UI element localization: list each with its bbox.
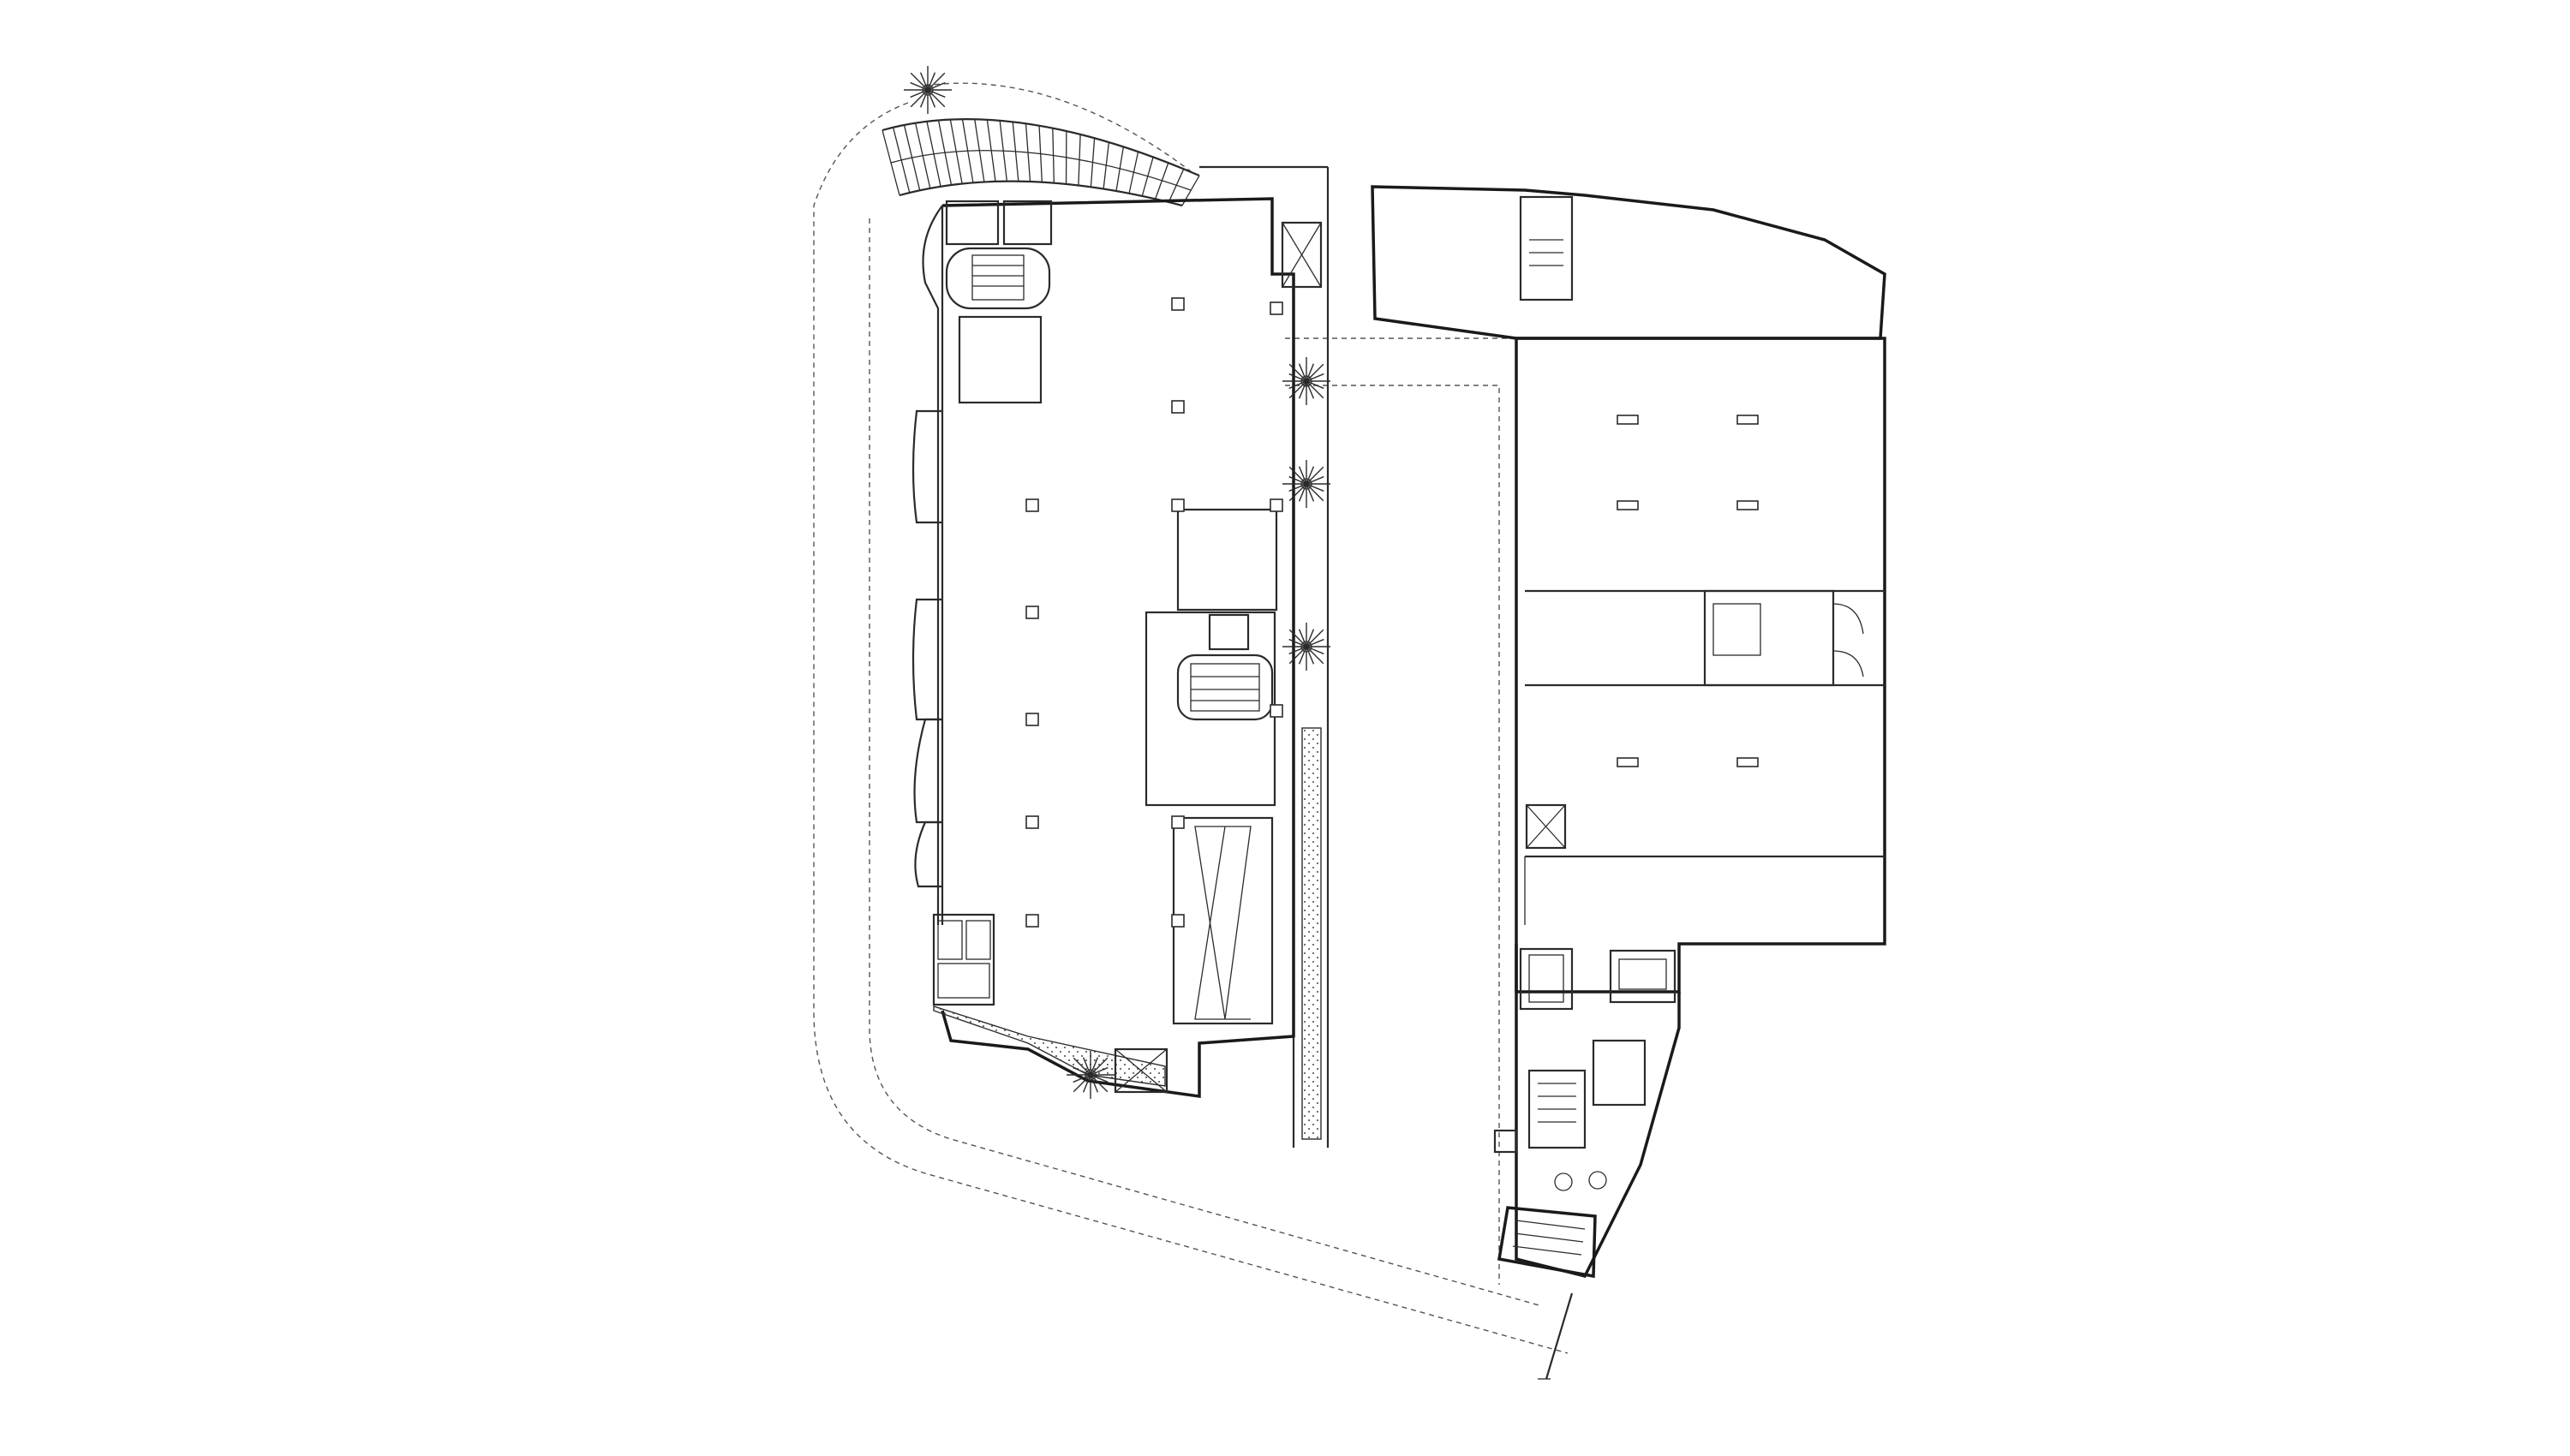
column [1025,606,1039,619]
column [1171,400,1185,414]
column [1736,500,1759,510]
column [1736,757,1759,767]
curved-staircase [882,118,1200,207]
site-boundary [813,82,1569,1354]
column [1617,500,1639,510]
column [1171,914,1185,928]
tree-icon [1282,623,1330,671]
column [1171,498,1185,512]
column [1171,297,1185,311]
column [1270,301,1283,315]
tree-icon [1282,460,1330,508]
column [1617,415,1639,425]
tree-icon [904,66,952,114]
landscape-trees [904,66,1330,1099]
right-building [1371,185,1886,1380]
column [1617,757,1639,767]
column [1025,498,1039,512]
column [1270,704,1283,718]
tree-icon [1067,1051,1115,1099]
shaft-box [1114,221,1323,1094]
column [1025,713,1039,726]
column [1025,815,1039,829]
tree-icon [1282,357,1330,405]
column [1270,498,1283,512]
column [1025,914,1039,928]
column [1736,415,1759,425]
left-building [882,118,1330,1148]
column [1171,815,1185,829]
